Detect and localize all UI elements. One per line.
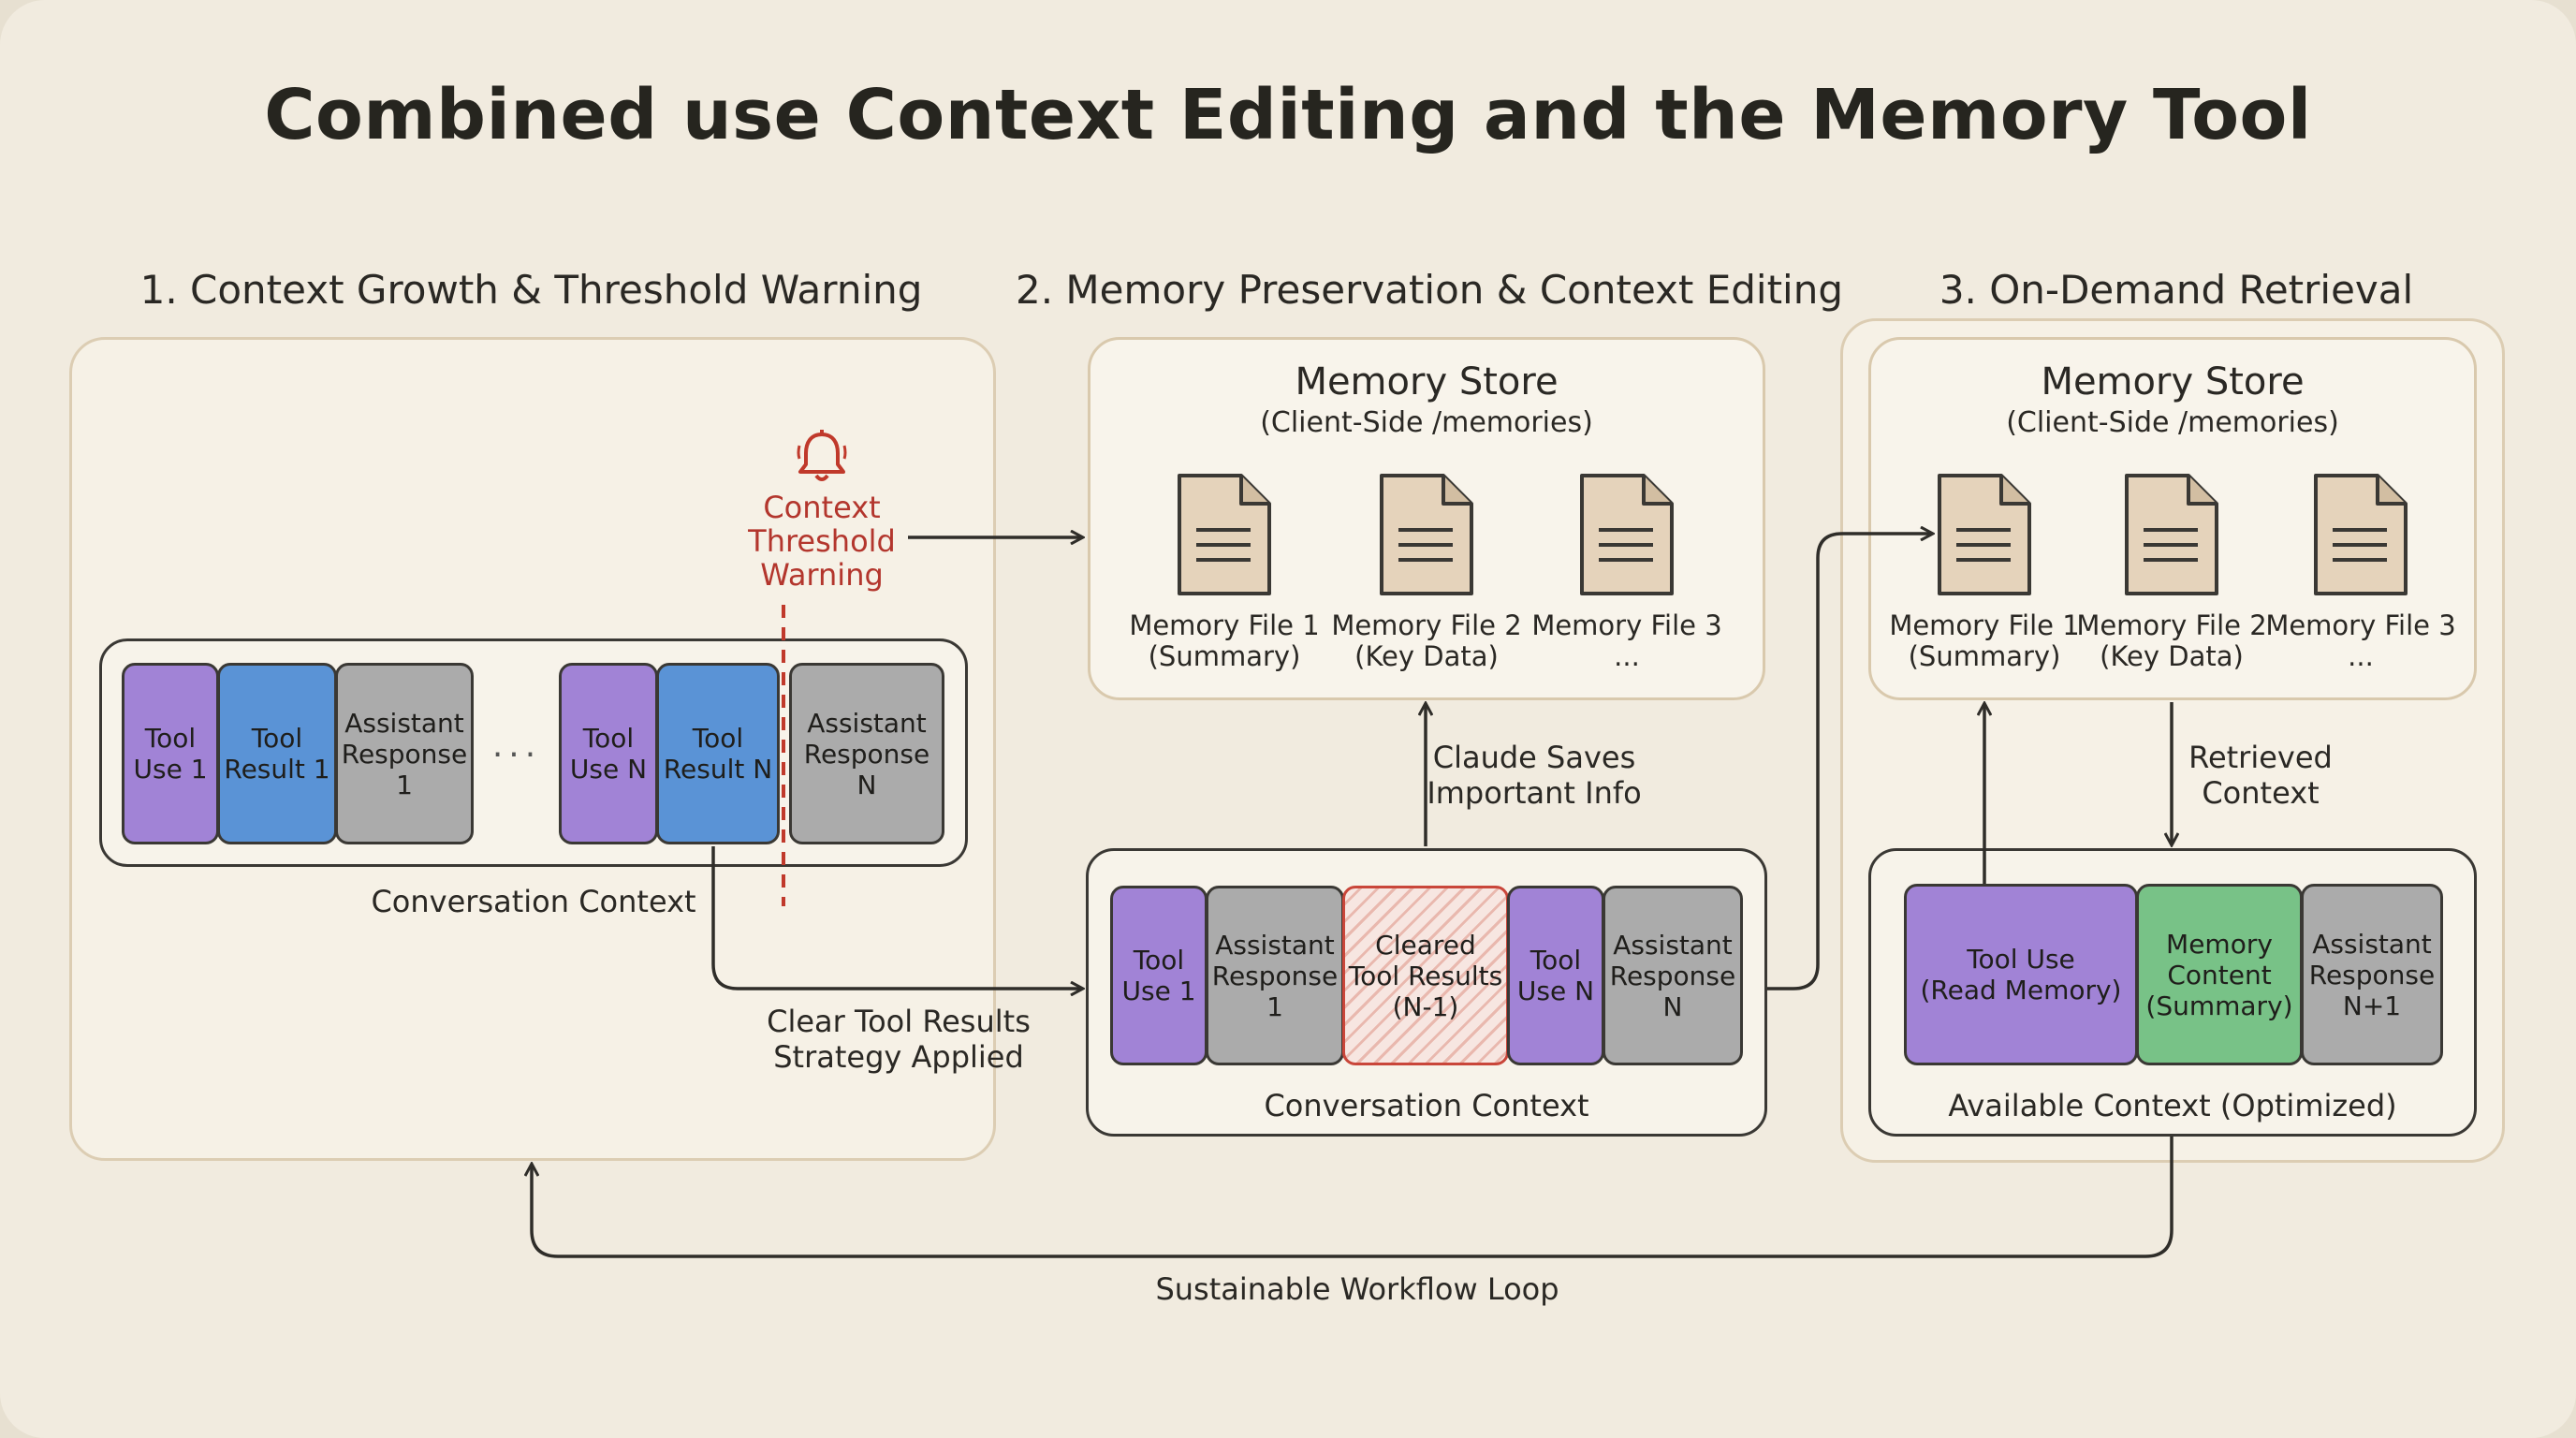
section-2-store-title: Memory Store (1295, 360, 1559, 404)
assistant-response-1-block: Assistant Response 1 (335, 663, 474, 844)
memory-file-3-label: Memory File 3 ... (2265, 609, 2456, 672)
page-title: Combined use Context Editing and the Mem… (264, 75, 2312, 155)
tool-result-1-block: Tool Result 1 (217, 663, 337, 844)
clear-tool-results-arrow (711, 846, 1082, 989)
sustainable-loop-arrow (532, 1137, 2174, 1258)
memory-file-2-label: Memory File 2 (Key Data) (2076, 609, 2267, 672)
section-1-caption: Conversation Context (371, 884, 696, 919)
tool-use-n-block: Tool Use N (559, 663, 658, 844)
section-3-heading: 3. On-Demand Retrieval (1939, 267, 2414, 313)
bell-icon (792, 427, 852, 487)
tool-use-n-block: Tool Use N (1507, 886, 1604, 1065)
retrieved-context-label: Retrieved Context (2188, 740, 2333, 811)
document-icon (1176, 472, 1273, 597)
section-2-caption: Conversation Context (1264, 1088, 1589, 1123)
claude-saves-label: Claude Saves Important Info (1427, 740, 1642, 811)
section-2-store-subtitle: (Client-Side /memories) (1260, 406, 1593, 439)
memory-content-block: Memory Content (Summary) (2136, 884, 2303, 1065)
assistant-response-n-block: Assistant Response N (789, 663, 944, 844)
section-1-heading: 1. Context Growth & Threshold Warning (139, 267, 923, 313)
document-icon (1578, 472, 1676, 597)
assistant-response-n-block: Assistant Response N (1603, 886, 1743, 1065)
section-3-caption: Available Context (Optimized) (1948, 1088, 2397, 1123)
section-2-heading: 2. Memory Preservation & Context Editing (1016, 267, 1844, 313)
context-threshold-warning-label: Context Threshold Warning (748, 490, 896, 593)
document-icon (2123, 472, 2220, 597)
document-icon (1378, 472, 1475, 597)
blocks-ellipsis: ... (491, 726, 542, 765)
section-3-store-subtitle: (Client-Side /memories) (2006, 406, 2339, 439)
memory-file-1-label: Memory File 1 (Summary) (1129, 609, 1320, 672)
tool-result-n-block: Tool Result N (656, 663, 780, 844)
assistant-response-n-plus-1-block: Assistant Response N+1 (2301, 884, 2443, 1065)
context-to-section3-arrow (1767, 534, 1932, 990)
memory-file-2-label: Memory File 2 (Key Data) (1331, 609, 1522, 672)
workflow-loop-label: Sustainable Workflow Loop (1155, 1271, 1559, 1307)
document-icon (1936, 472, 2033, 597)
assistant-response-1-block: Assistant Response 1 (1206, 886, 1344, 1065)
document-icon (2312, 472, 2409, 597)
clear-tool-results-label: Clear Tool Results Strategy Applied (767, 1004, 1031, 1075)
tool-use-read-memory-block: Tool Use (Read Memory) (1904, 884, 2138, 1065)
memory-file-3-label: Memory File 3 ... (1531, 609, 1722, 672)
memory-file-1-label: Memory File 1 (Summary) (1889, 609, 2080, 672)
cleared-tool-results-block: Cleared Tool Results (N-1) (1342, 886, 1509, 1065)
section-3-store-title: Memory Store (2041, 360, 2305, 404)
tool-use-1-block: Tool Use 1 (122, 663, 219, 844)
